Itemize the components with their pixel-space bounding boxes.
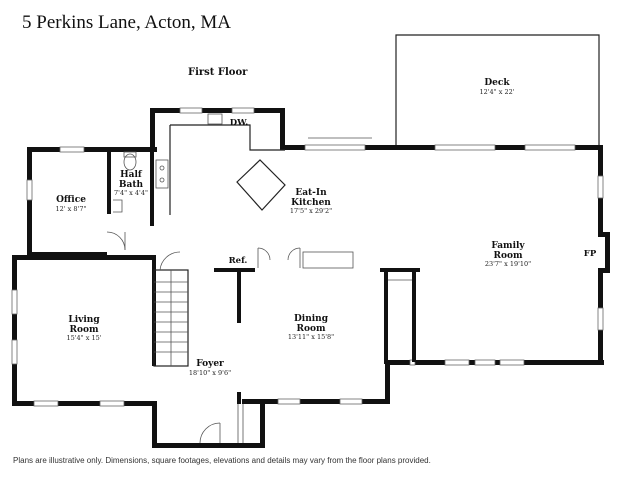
exterior-walls	[12, 108, 610, 448]
living-room-name-2: Room	[69, 325, 98, 335]
foyer-name: Foyer	[196, 359, 224, 369]
refrigerator-label: Ref.	[229, 256, 248, 266]
fireplace-label: FP	[584, 249, 597, 259]
address-title: 5 Perkins Lane, Acton, MA	[22, 12, 231, 33]
living-room-dims: 15'4" x 15'	[66, 334, 101, 342]
disclaimer-note: Plans are illustrative only. Dimensions,…	[13, 456, 431, 465]
door-swings	[106, 137, 412, 444]
half-bath-name-2: Bath	[119, 180, 144, 190]
floor-label: First Floor	[188, 67, 248, 78]
office-dims: 12' x 8'7"	[56, 205, 87, 213]
dishwasher-label: DW.	[230, 118, 249, 128]
deck-name: Deck	[484, 78, 510, 88]
windows	[11, 107, 604, 407]
dining-room-name-2: Room	[296, 324, 325, 334]
staircase	[153, 251, 189, 367]
family-room-name-1: Family	[491, 241, 525, 251]
dining-room-dims: 13'11" x 15'8"	[288, 333, 334, 341]
deck-dims: 12'4" x 22'	[479, 88, 514, 96]
kitchen-name-2: Kitchen	[291, 198, 331, 208]
deck-outline	[395, 34, 600, 147]
kitchen-counters	[155, 113, 354, 269]
living-room-name-1: Living	[68, 315, 100, 325]
half-bath-name-1: Half	[120, 170, 143, 180]
dining-room-name-1: Dining	[294, 314, 329, 324]
kitchen-name-1: Eat-In	[295, 188, 327, 198]
foyer-dims: 18'10" x 9'6"	[189, 369, 231, 377]
office-name: Office	[56, 195, 86, 205]
kitchen-dims: 17'5" x 29'2"	[290, 207, 332, 215]
family-room-dims: 23'7" x 19'10"	[485, 260, 531, 268]
family-room-name-2: Room	[493, 251, 522, 261]
half-bath-dims: 7'4" x 4'4"	[114, 189, 148, 197]
bath-fixtures	[113, 151, 137, 213]
